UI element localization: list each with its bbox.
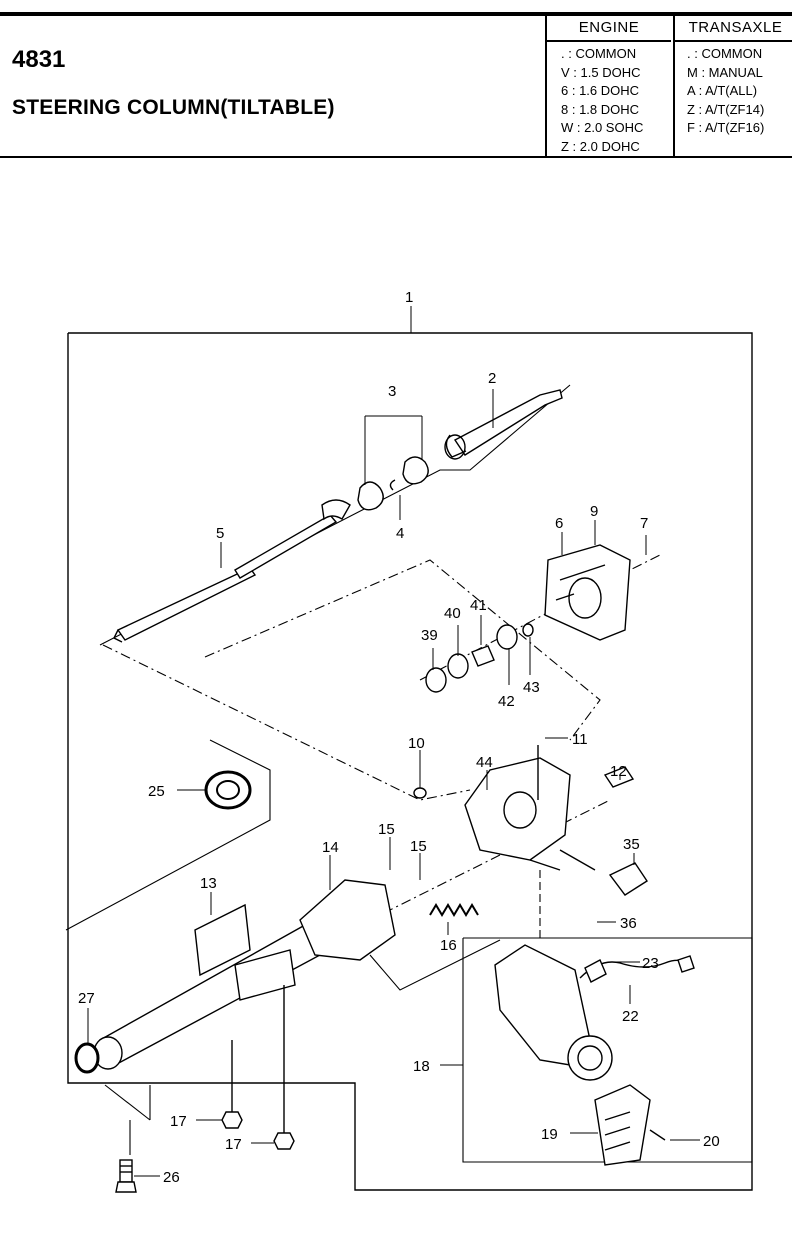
- callout-14: 14: [322, 839, 339, 856]
- callout-9: 9: [590, 503, 598, 520]
- lower-shaft: [113, 499, 351, 643]
- callout-17: 17: [225, 1136, 242, 1153]
- bolt-part: [115, 1159, 137, 1193]
- header-top-rule: [0, 12, 792, 16]
- callout-25: 25: [148, 783, 165, 800]
- callout-6: 6: [555, 515, 563, 532]
- transaxle-code: F : A/T(ZF16): [687, 120, 765, 135]
- engine-code: 6 : 1.6 DOHC: [561, 83, 640, 98]
- top-housing: [544, 544, 631, 641]
- callout-1: 1: [405, 289, 413, 306]
- lower-column-outline: [65, 739, 271, 931]
- callout-10: 10: [408, 735, 425, 752]
- pin-part: [413, 787, 427, 799]
- callout-26: 26: [163, 1169, 180, 1186]
- tilt-dash-line: [204, 559, 601, 741]
- transaxle-code: . : COMMON: [687, 46, 763, 61]
- callout-36: 36: [620, 915, 637, 932]
- upper-shaft: [444, 389, 563, 460]
- callout-4: 4: [396, 525, 404, 542]
- engine-code: . : COMMON: [561, 46, 637, 61]
- page-title: STEERING COLUMN(TILTABLE): [12, 96, 335, 119]
- header-bottom-rule: [0, 156, 792, 158]
- bushing-part: [603, 766, 635, 788]
- ignition-lock: [494, 944, 613, 1081]
- universal-joint: [357, 456, 429, 511]
- callout-16: 16: [440, 937, 457, 954]
- engine-header: ENGINE: [547, 16, 671, 42]
- engine-code: Z : 2.0 DOHC: [561, 138, 640, 154]
- ignition-frame: [462, 937, 753, 1163]
- callout-41: 41: [470, 597, 487, 614]
- tilt-dash-line: [369, 939, 501, 991]
- callout-20: 20: [703, 1133, 720, 1150]
- code-legend: ENGINE . : COMMON V : 1.5 DOHC 6 : 1.6 D…: [545, 16, 792, 156]
- callout-5: 5: [216, 525, 224, 542]
- callout-39: 39: [421, 627, 438, 644]
- callout-17: 17: [170, 1113, 187, 1130]
- callout-23: 23: [642, 955, 659, 972]
- transaxle-code: M : MANUAL: [687, 64, 763, 80]
- callout-11: 11: [572, 731, 588, 748]
- tilt-bracket: [464, 757, 596, 871]
- ring-part: [74, 1042, 100, 1074]
- page-code: 4831: [12, 46, 66, 73]
- callout-15: 15: [378, 821, 395, 838]
- callout-12: 12: [610, 763, 627, 780]
- transaxle-code: A : A/T(ALL): [687, 83, 758, 98]
- nut-part: [273, 1132, 295, 1150]
- callout-18: 18: [413, 1058, 430, 1075]
- bearing-part: [204, 770, 252, 810]
- callout-2: 2: [488, 370, 496, 387]
- callout-27: 27: [78, 990, 95, 1007]
- assembly-frame: [67, 332, 753, 1191]
- callout-19: 19: [541, 1126, 558, 1143]
- callout-44: 44: [476, 754, 493, 771]
- callout-13: 13: [200, 875, 217, 892]
- transaxle-header: TRANSAXLE: [675, 16, 792, 42]
- cap-part: [608, 862, 648, 896]
- engine-legend: ENGINE . : COMMON V : 1.5 DOHC 6 : 1.6 D…: [547, 16, 671, 156]
- nut-part: [221, 1111, 243, 1129]
- spring-part: [429, 903, 479, 917]
- callout-22: 22: [622, 1008, 639, 1025]
- callout-35: 35: [623, 836, 640, 853]
- transaxle-code: Z : A/T(ZF14): [687, 101, 765, 117]
- engine-code: 8 : 1.8 DOHC: [561, 101, 640, 117]
- callout-7: 7: [640, 515, 648, 532]
- callout-15: 15: [410, 838, 427, 855]
- engine-code: W : 2.0 SOHC: [561, 120, 644, 135]
- callout-43: 43: [523, 679, 540, 696]
- transaxle-legend: TRANSAXLE . : COMMON M : MANUAL A : A/T(…: [673, 16, 792, 156]
- ignition-switch: [594, 1084, 651, 1166]
- column-tube: [93, 879, 396, 1070]
- callout-42: 42: [498, 693, 515, 710]
- tilt-dash-line: [102, 644, 471, 801]
- engine-code: V : 1.5 DOHC: [561, 64, 641, 80]
- callout-3: 3: [388, 383, 396, 400]
- washer-stack: [425, 623, 534, 693]
- callout-40: 40: [444, 605, 461, 622]
